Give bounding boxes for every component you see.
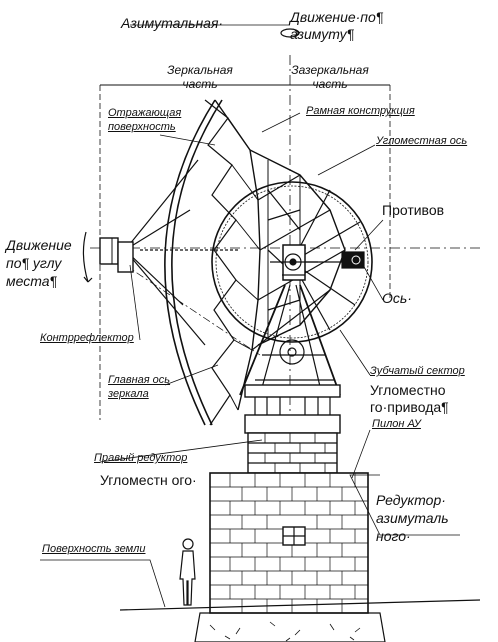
- azimuth-rotation-arrow: [280, 28, 300, 38]
- counterweight-block: [341, 251, 365, 269]
- gear-sector: [211, 181, 373, 343]
- label-axis: Ось·: [382, 290, 412, 306]
- label-mirror-part: Зеркальная часть: [167, 63, 233, 91]
- label-reflect-surface: Отражающая поверхность: [108, 107, 182, 133]
- counter-reflector-box: [99, 237, 134, 273]
- label-frame: Рамная конструкция: [306, 105, 415, 117]
- label-elev-movement: Движение по¶ углу места¶: [6, 237, 72, 289]
- leader-lines: [40, 24, 460, 608]
- feed-struts: [124, 159, 240, 346]
- pylon-drum: [244, 414, 341, 474]
- label-elev-axis: Угломестная ось: [376, 135, 468, 147]
- elevation-hub: [270, 244, 318, 281]
- label-main-axis: Главная ось зеркала: [108, 374, 171, 400]
- support-legs: [239, 284, 341, 418]
- label-counterweight: Противов: [382, 202, 445, 218]
- label-right-gear: Правый редуктор: [94, 452, 188, 464]
- label-gear-sector: Зубчатый сектор: [370, 365, 465, 377]
- ground-surface: [119, 599, 481, 642]
- human-figure: [179, 538, 196, 606]
- label-azimuth-axis: Азимутальная·: [121, 15, 224, 31]
- label-elev-drive: Угломестно го·привода¶: [370, 382, 449, 415]
- label-elev-short: Угломестн ого·: [100, 472, 197, 488]
- label-counter-reflector: Контррефлектор: [40, 332, 134, 344]
- label-rear-part: Зазеркальная часть: [291, 63, 369, 91]
- label-ground: Поверхность земли: [42, 543, 146, 555]
- label-az-gearbox: Редуктор· азимуталь ного·: [376, 492, 449, 544]
- label-pylon: Пилон АУ: [372, 418, 421, 430]
- label-az-movement: Движение·по¶ азимуту¶: [290, 9, 384, 42]
- brick-pylon: [209, 472, 369, 614]
- elevation-rotation-arrow: [82, 231, 93, 283]
